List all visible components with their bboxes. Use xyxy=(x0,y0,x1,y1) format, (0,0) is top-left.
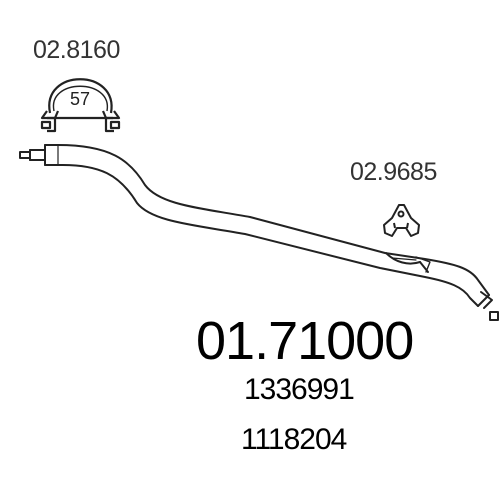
pipe-clamp-icon xyxy=(40,78,121,133)
rubber-mount-icon xyxy=(383,204,420,237)
main-part-number: 01.71000 xyxy=(196,311,414,371)
clamp-part-number: 02.8160 xyxy=(33,36,120,64)
mount-part-number: 02.9685 xyxy=(350,158,437,186)
oe-number: 1118204 xyxy=(241,423,347,456)
exhaust-pipe-icon xyxy=(19,144,499,321)
oe-number: 1336991 xyxy=(244,373,355,406)
clamp-size-label: 57 xyxy=(70,89,90,109)
